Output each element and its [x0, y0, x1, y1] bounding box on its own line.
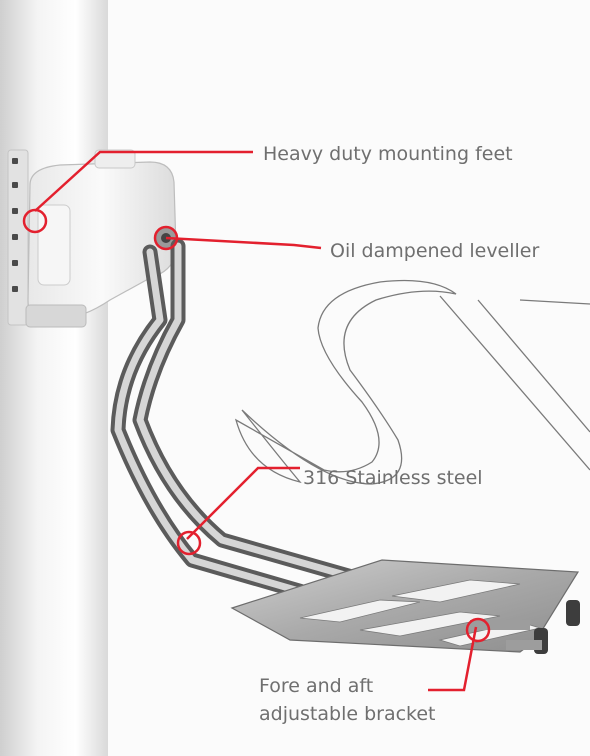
- callout-bracket-line-1: Fore and aft: [259, 675, 374, 697]
- callout-marker-feet: [22, 208, 48, 234]
- callout-leveller: Oil dampened leveller: [330, 240, 540, 262]
- callout-stainless-steel: 316 Stainless steel: [303, 467, 483, 489]
- callout-lines: [34, 150, 478, 692]
- callout-marker-leveller: [153, 225, 179, 251]
- callout-bracket-line-2: adjustable bracket: [259, 703, 436, 725]
- mast-pole: [0, 0, 108, 756]
- callout-circles: [22, 208, 491, 643]
- callout-adjustable-bracket: Fore and aft adjustable bracket: [259, 672, 436, 728]
- stainless-tubes: [110, 238, 388, 608]
- block-window: [37, 204, 71, 286]
- block-base: [25, 304, 87, 328]
- callout-marker-steel: [176, 530, 202, 556]
- watermark-sv: [234, 279, 590, 485]
- callout-mounting-feet: Heavy duty mounting feet: [263, 143, 513, 165]
- callout-marker-bracket: [465, 617, 491, 643]
- plate-knobs: [470, 600, 580, 654]
- block-top-cap: [94, 149, 136, 169]
- clamp-bolts: [12, 158, 18, 292]
